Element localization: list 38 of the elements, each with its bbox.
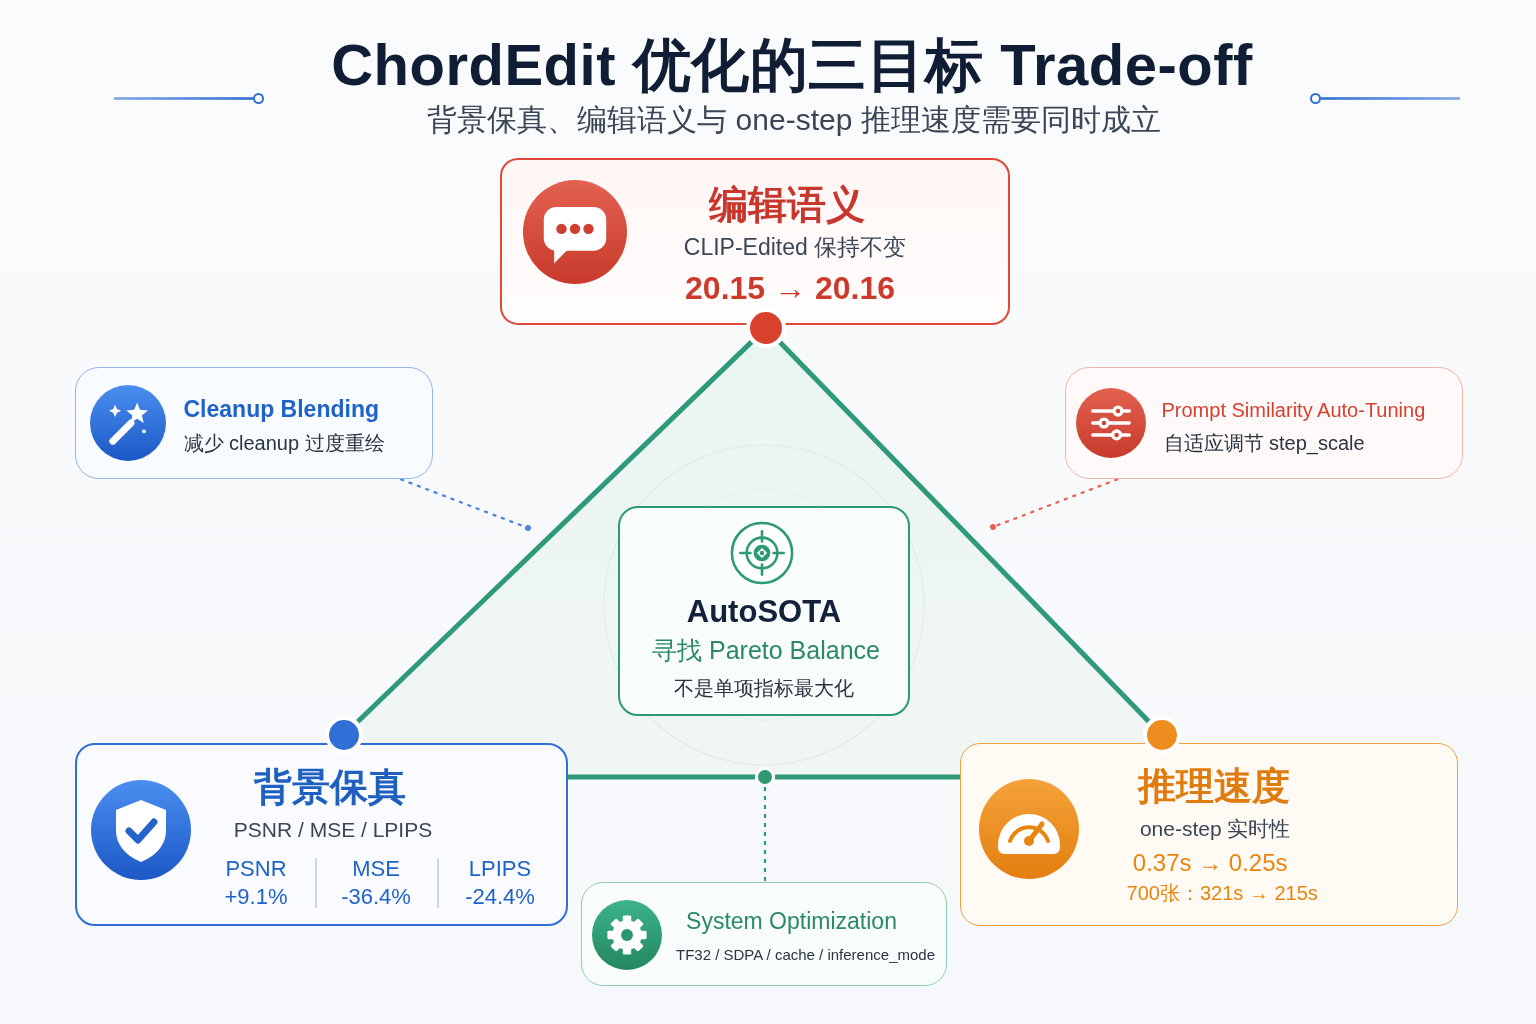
metric-value: 0.37s → 0.25s (1132, 848, 1288, 878)
card-subtitle: PSNR / MSE / LPIPS (233, 817, 433, 843)
metric-change: LPIPS -24.4% (465, 855, 535, 911)
connector-line (778, 340, 1151, 724)
card-title: 编辑语义 (709, 181, 865, 228)
metric-value: 700张：321s → 215s (1126, 881, 1318, 906)
junction-dot (755, 767, 775, 787)
category-card (75, 743, 568, 926)
card-title: AutoSOTA (686, 593, 842, 631)
metric-change: PSNR +9.1% (224, 855, 288, 911)
connector-line (355, 340, 754, 724)
connector-line (568, 774, 755, 780)
card-title: 推理速度 (1138, 764, 1291, 810)
card-subtitle: CLIP-Edited 保持不变 (683, 234, 907, 262)
technique-card (1065, 367, 1463, 479)
category-card (960, 743, 1458, 926)
title: ChordEdit 优化的三目标 Trade-off (331, 31, 1253, 100)
connector-line (775, 774, 960, 780)
card-subtitle: 自适应调节 step_scale (1163, 430, 1365, 455)
card-title: 背景保真 (254, 765, 406, 811)
card-note: 不是单项指标最大化 (674, 676, 854, 700)
leader-line (990, 477, 1119, 530)
vertex-dot (325, 716, 363, 754)
metric-change: MSE -36.4% (341, 855, 411, 911)
card-subtitle: one-step 实时性 (1139, 816, 1291, 842)
card-title: Prompt Similarity Auto-Tuning (1161, 397, 1426, 422)
card-title: Cleanup Blending (183, 395, 379, 424)
technique-card (581, 882, 947, 986)
metric-value: 20.15 → 20.16 (685, 268, 895, 308)
card-note: TF32 / SDPA / cache / inference_mode (676, 945, 935, 964)
card-title: System Optimization (686, 907, 897, 936)
dotted-line (763, 787, 767, 882)
card-subtitle: 寻找 Pareto Balance (652, 635, 880, 665)
center-card (618, 506, 910, 716)
card-subtitle: 减少 cleanup 过度重绘 (183, 430, 385, 455)
category-card (500, 158, 1010, 325)
technique-card (75, 367, 433, 479)
leader-line (399, 477, 531, 531)
